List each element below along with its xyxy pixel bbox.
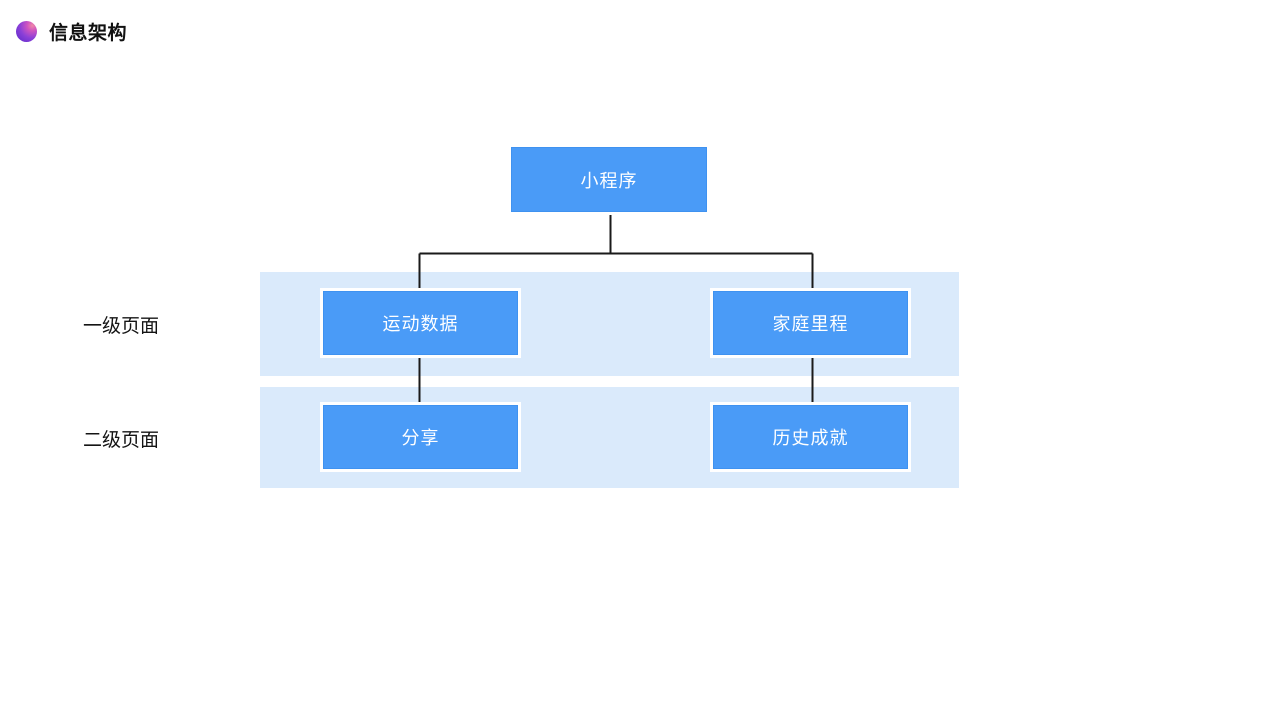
node-level-1-item-1[interactable]: 家庭里程 [713,291,908,355]
node-level-1-item-0[interactable]: 运动数据 [323,291,518,355]
node-level-2-item-1[interactable]: 历史成就 [713,405,908,469]
node-root[interactable]: 小程序 [511,147,707,212]
row-label-level-2: 二级页面 [83,430,160,451]
page-title: 信息架构 [49,23,128,44]
page-header: 信息架构 [16,18,127,45]
row-label-level-1: 一级页面 [83,316,160,337]
gradient-circle-icon [16,21,37,42]
node-level-2-item-0[interactable]: 分享 [323,405,518,469]
